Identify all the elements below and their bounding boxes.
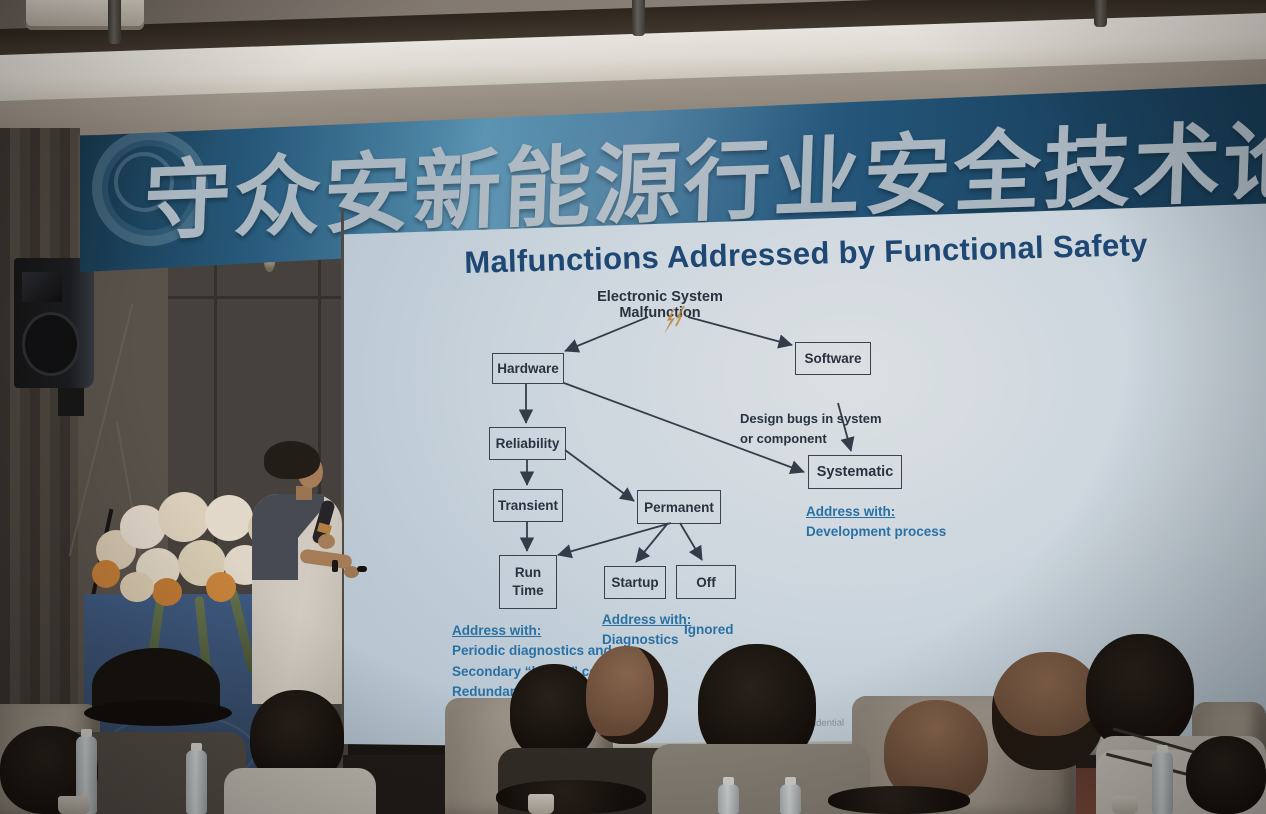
bucket-hat-brim [84, 700, 232, 726]
ceiling-vent [26, 0, 144, 30]
node-run-time: Run Time [499, 555, 557, 609]
audience-head [1086, 634, 1194, 750]
flower-orange [152, 578, 182, 606]
track-light-pendant [632, 0, 645, 36]
flower [205, 495, 253, 541]
track-light-pendant [1094, 0, 1107, 27]
water-bottle [718, 777, 739, 814]
screen-left-edge [341, 210, 344, 746]
paper-cup [528, 794, 554, 814]
water-bottle [1152, 745, 1173, 814]
note-off-ignored: Ignored [684, 622, 734, 637]
audience-head [510, 664, 598, 760]
node-permanent: Permanent [637, 490, 721, 524]
flower [120, 572, 154, 602]
track-light-pendant [108, 0, 121, 44]
audience-shoulders [224, 768, 376, 814]
address-with-heading: Address with: [452, 623, 542, 638]
water-bottle [780, 777, 801, 814]
flower-orange [206, 572, 236, 602]
node-reliability: Reliability [489, 427, 566, 460]
node-hardware: Hardware [492, 353, 564, 384]
speaker-horn [22, 272, 62, 302]
audience-head-bald [586, 646, 668, 744]
paper-cup [1112, 796, 1138, 814]
node-systematic: Systematic [808, 455, 902, 489]
audience-head [1186, 736, 1266, 814]
node-startup: Startup [604, 566, 666, 599]
water-bottle [76, 729, 97, 814]
speaker-bracket [58, 388, 84, 416]
address-with-heading: Address with: [806, 504, 896, 519]
flower-orange [92, 560, 120, 588]
node-off: Off [676, 565, 736, 599]
audience-head-foreground [828, 786, 970, 814]
curtain [0, 128, 80, 814]
presenter-watch [332, 560, 338, 572]
speaker-woofer [22, 312, 80, 376]
flower [158, 492, 210, 542]
presenter-clicker [357, 566, 367, 572]
wall-trim [168, 296, 348, 299]
audience-head-foreground [496, 780, 646, 814]
presenter-hair [264, 441, 320, 479]
water-bottle [186, 743, 207, 814]
presenter-neck [296, 486, 312, 500]
note-startup: Address with: Diagnostics [602, 610, 691, 651]
audience-head [992, 652, 1104, 770]
presenter-hand [318, 534, 335, 549]
note-systematic: Address with: Development process [806, 502, 946, 543]
systematic-method: Development process [806, 524, 947, 540]
node-software: Software [795, 342, 871, 375]
address-with-heading: Address with: [602, 612, 692, 627]
paper-cup [58, 796, 90, 814]
node-transient: Transient [493, 489, 563, 522]
wall-trim [214, 150, 217, 814]
label-design-bugs: Design bugs in system or component [740, 411, 882, 446]
startup-method: Diagnostics [602, 632, 679, 648]
lightning-icon [664, 306, 685, 334]
presenter-hand [344, 566, 359, 578]
